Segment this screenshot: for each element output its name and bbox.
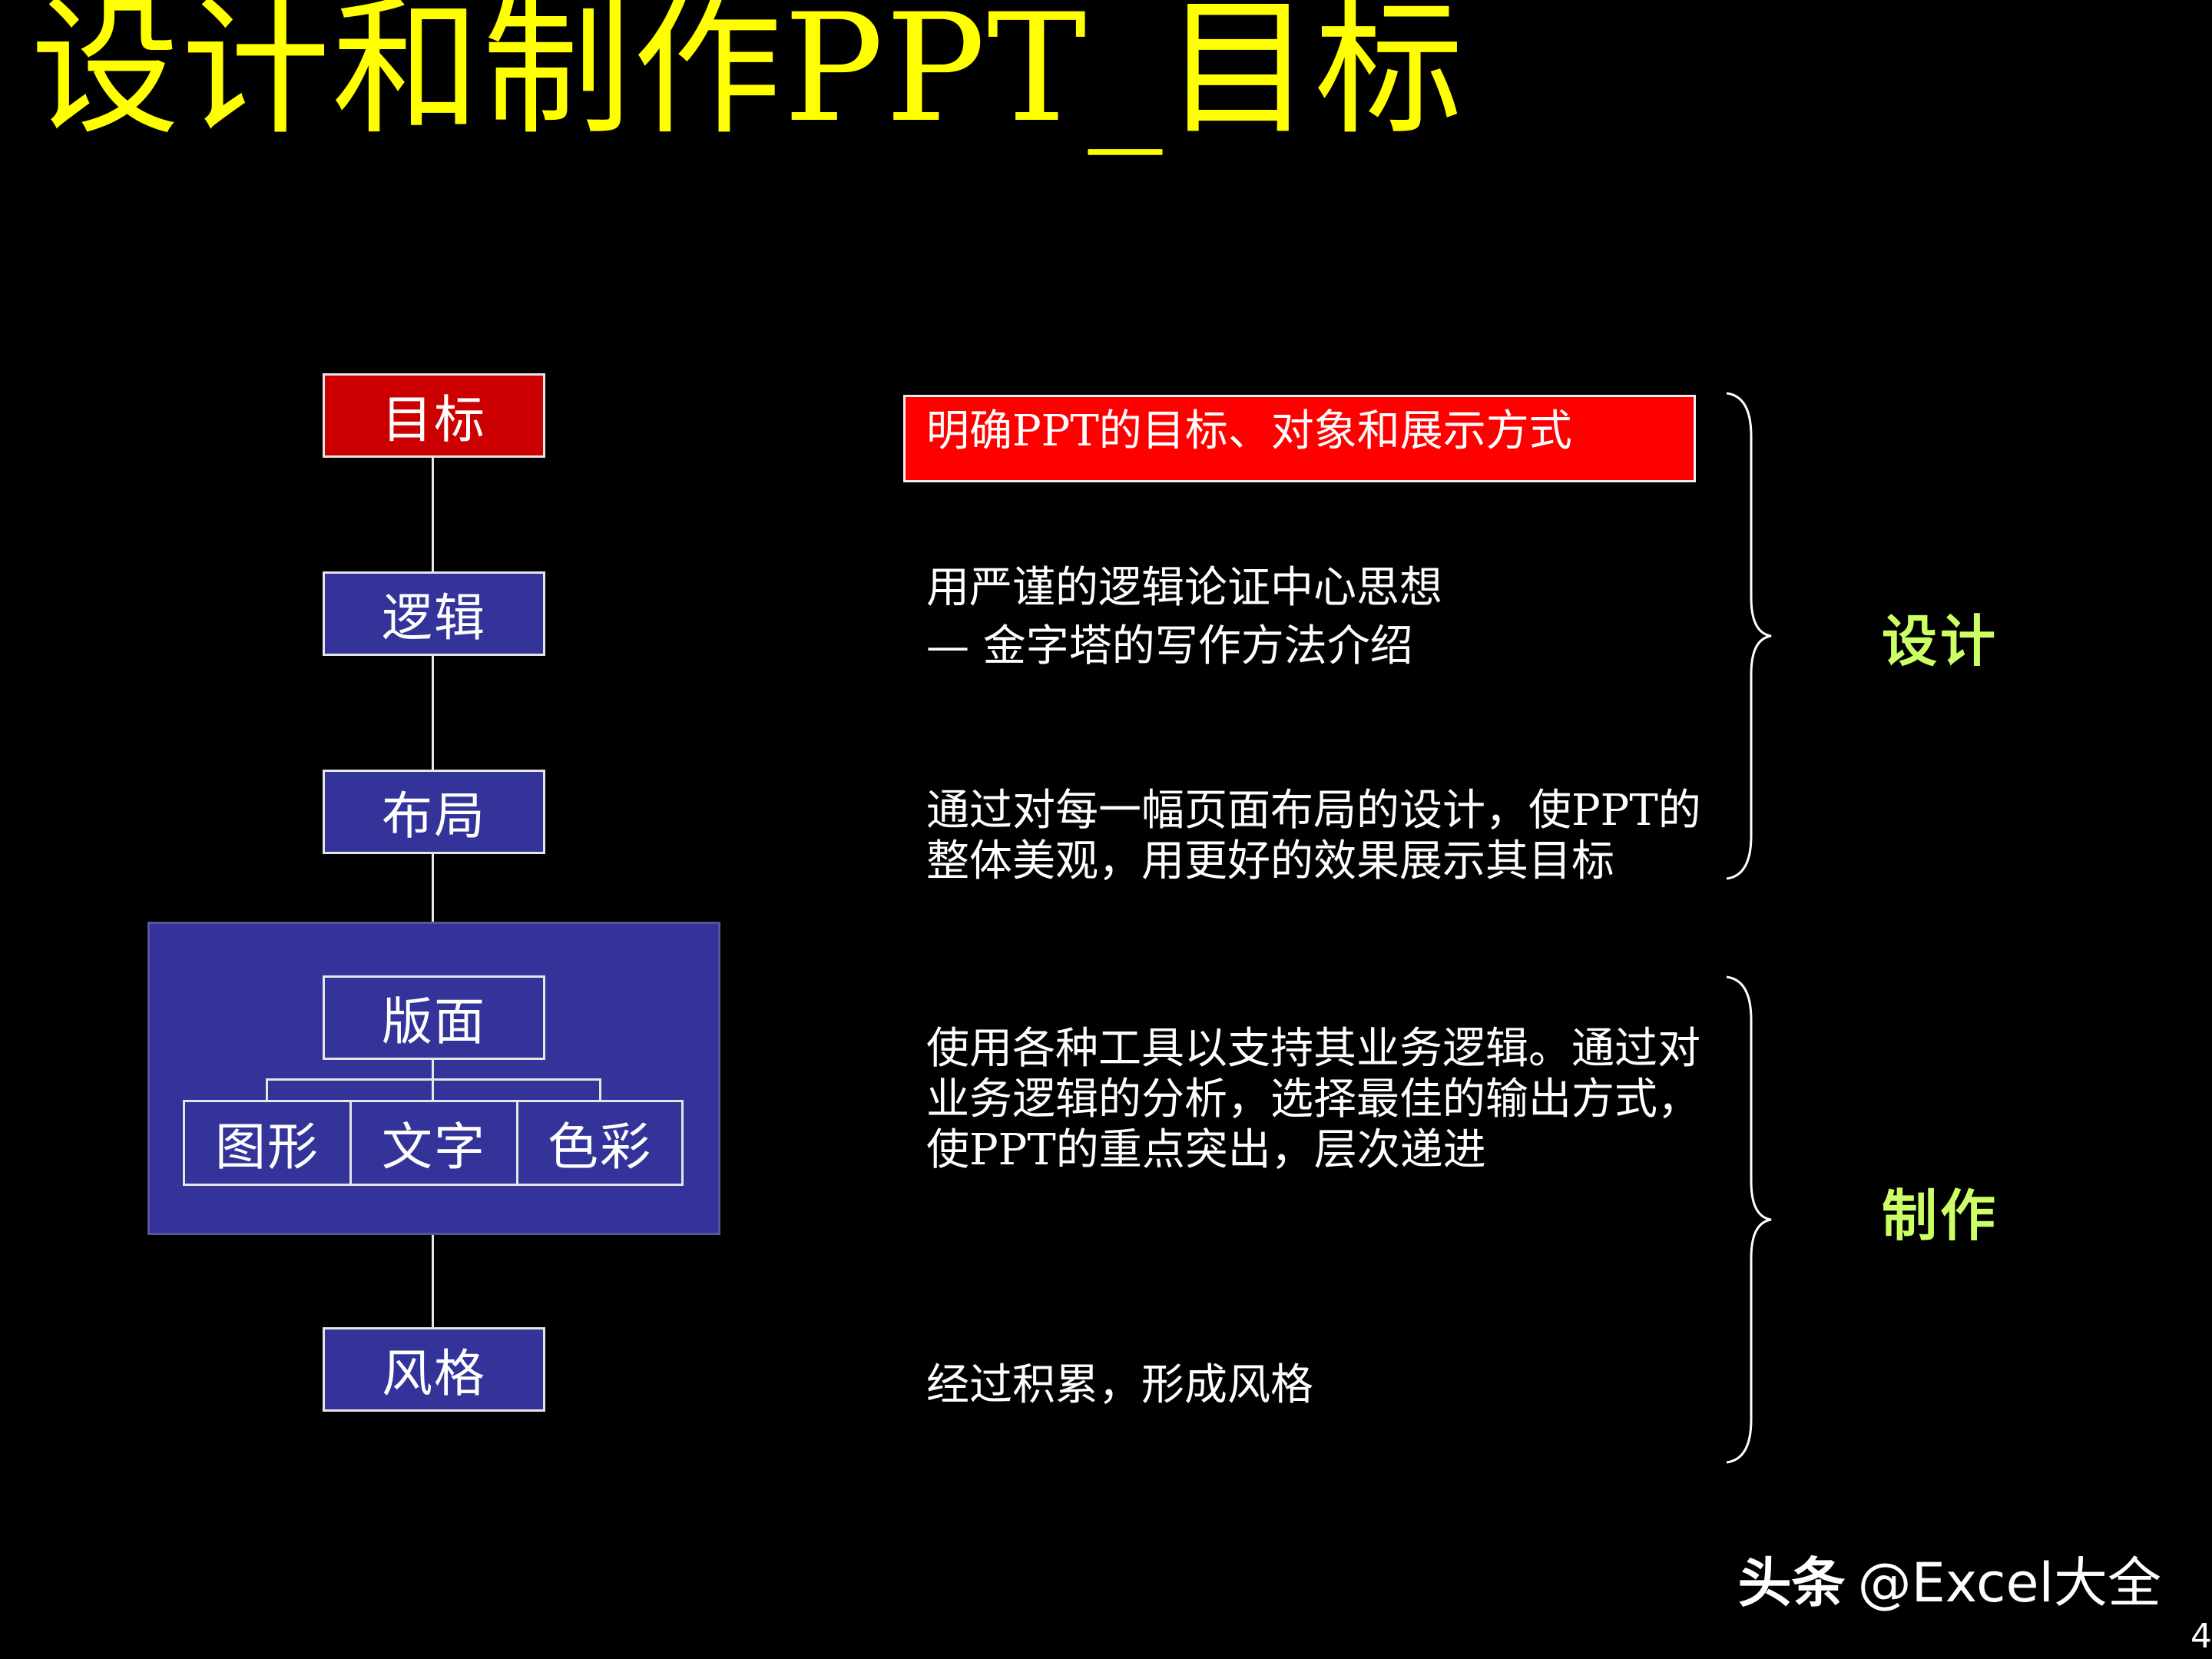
connector-logic-layout xyxy=(432,654,434,770)
connector-branch-color xyxy=(599,1078,601,1101)
watermark: 头条@Excel大全 xyxy=(1738,1540,2161,1618)
goal-description: 明确PPT的目标、对象和展示方式 xyxy=(926,406,1572,456)
flow-node-text: 文字 xyxy=(349,1100,518,1186)
goal-highlight-bar xyxy=(903,395,1696,482)
flow-node-graphics: 图形 xyxy=(183,1100,352,1186)
slide-title: 设计和制作PPT_目标 xyxy=(31,0,1465,155)
flow-node-page: 版面 xyxy=(323,975,545,1060)
watermark-brand: 头条 xyxy=(1737,1551,1846,1614)
logic-description-line2: — 金字塔的写作方法介绍 xyxy=(926,621,1413,671)
page-description-line1: 使用各种工具以支持其业务逻辑。通过对 xyxy=(926,1024,1700,1074)
connector-branch-text xyxy=(432,1078,434,1101)
flow-node-goal: 目标 xyxy=(323,373,545,458)
page-description-line3: 使PPT的重点突出，层次递进 xyxy=(926,1125,1486,1175)
make-brace xyxy=(1726,975,1772,1464)
connector-group-style xyxy=(432,1233,434,1327)
phase-label-design: 设计 xyxy=(1882,609,1999,674)
page-description-line2: 业务逻辑的分析，选择最佳的输出方式， xyxy=(926,1075,1700,1124)
logic-description-line1: 用严谨的逻辑论证中心思想 xyxy=(926,563,1442,613)
flow-node-logic: 逻辑 xyxy=(323,571,545,656)
connector-branch-graphics xyxy=(266,1078,268,1101)
watermark-handle: @Excel大全 xyxy=(1857,1551,2161,1614)
page-number: 4 xyxy=(2190,1617,2212,1656)
layout-description-line2: 整体美观，用更好的效果展示其目标 xyxy=(926,836,1614,886)
style-description: 经过积累，形成风格 xyxy=(926,1360,1313,1410)
connector-page-trunk xyxy=(432,1058,434,1080)
phase-label-make: 制作 xyxy=(1882,1184,1999,1248)
layout-description-line1: 通过对每一幅页面布局的设计，使PPT的 xyxy=(926,786,1701,836)
connector-layout-group xyxy=(432,853,434,923)
flow-node-layout: 布局 xyxy=(323,770,545,854)
flow-node-style: 风格 xyxy=(323,1327,545,1412)
flow-node-color: 色彩 xyxy=(516,1100,684,1186)
connector-goal-logic xyxy=(432,456,434,571)
design-brace xyxy=(1726,392,1772,880)
